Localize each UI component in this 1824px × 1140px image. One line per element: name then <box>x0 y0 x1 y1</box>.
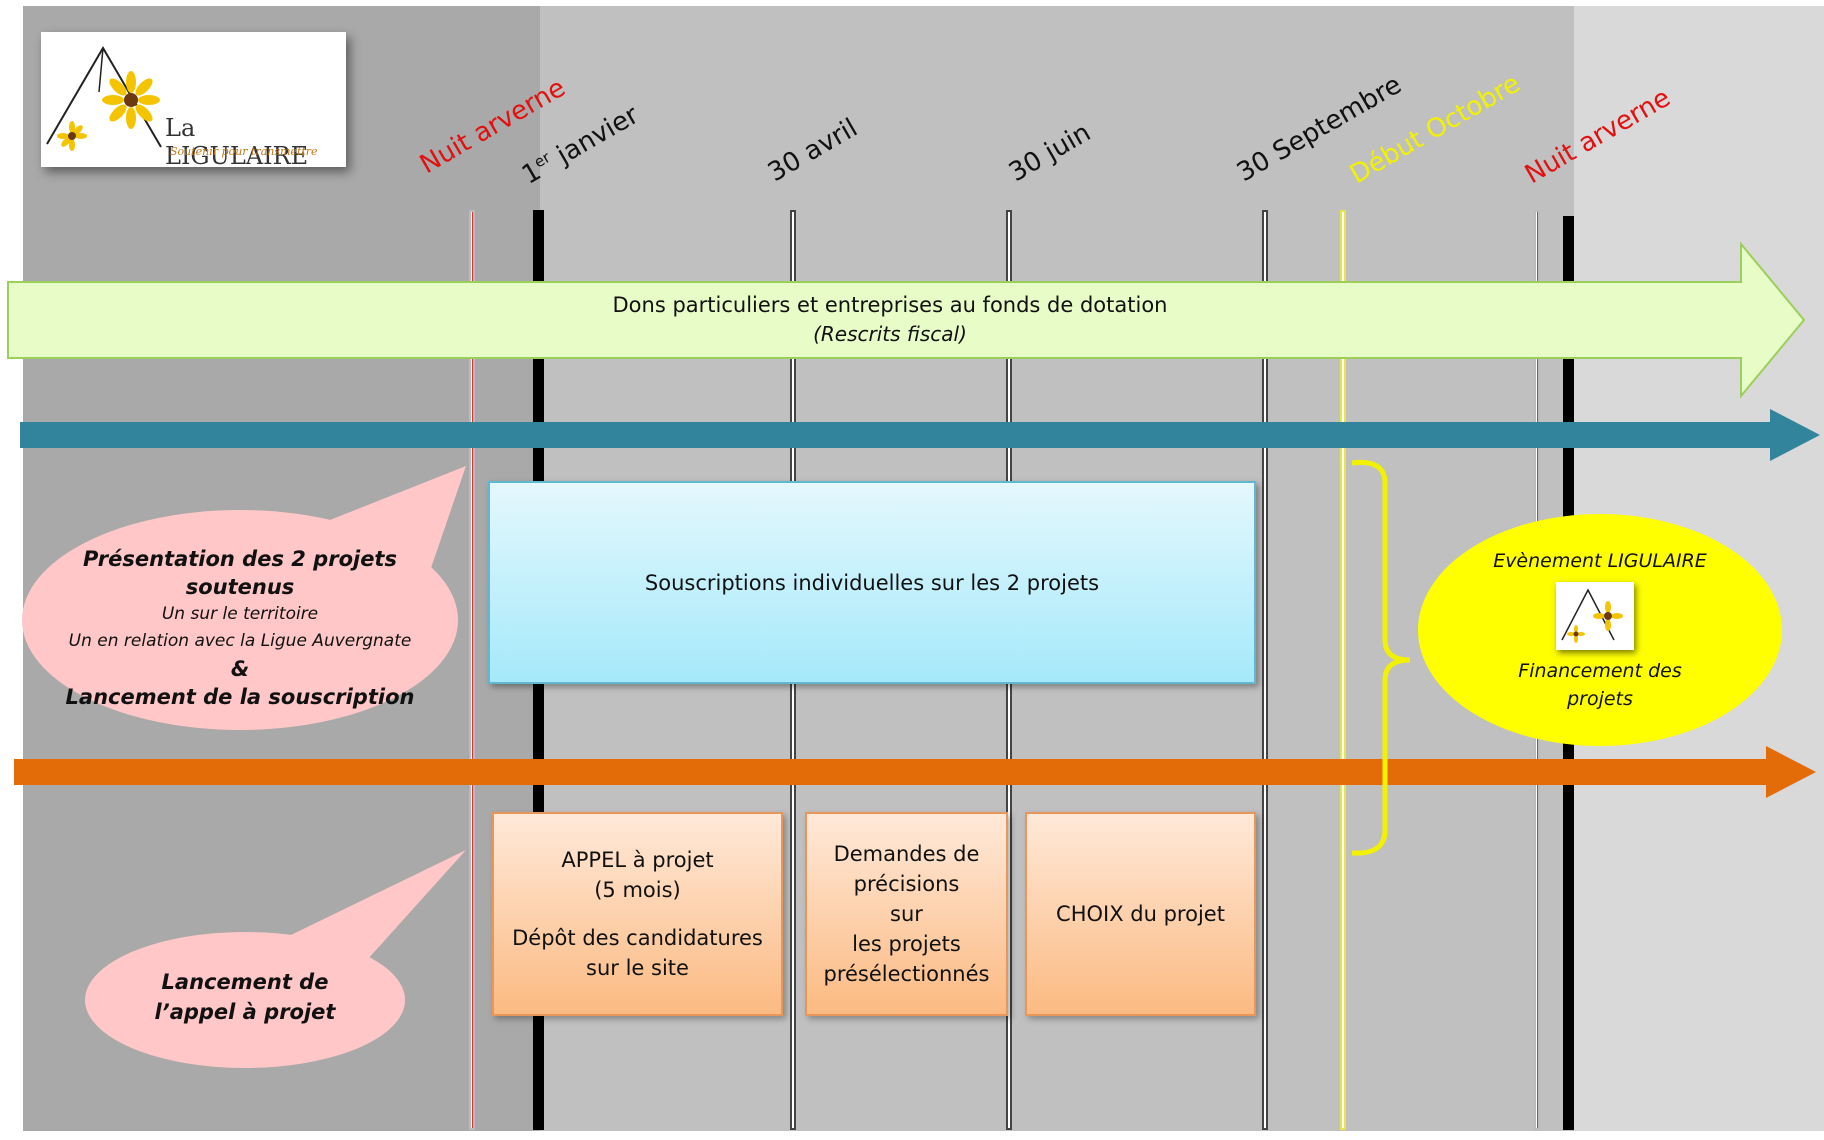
sunflower-logo-icon <box>1561 588 1623 643</box>
presentation-title: Présentation des 2 projets soutenus <box>83 547 397 599</box>
presentation-line-ligue: Un en relation avec la Ligue Auvergnate <box>68 631 412 651</box>
souscription-timeline-arrow <box>20 409 1820 461</box>
appel-projet-box: APPEL à projet (5 mois) Dépôt des candid… <box>492 812 783 1016</box>
evenement-logo <box>1556 582 1634 650</box>
presentation-bubble: Présentation des 2 projets soutenus Un s… <box>30 545 450 711</box>
milestone-line-debut-octobre <box>1340 210 1346 1130</box>
donations-subtitle: (Rescrits fiscal) <box>813 322 967 346</box>
milestone-line-nuit-arverne-1 <box>469 210 475 1130</box>
evenement-title: Evènement LIGULAIRE <box>1493 550 1707 572</box>
appel-line1: APPEL à projet <box>561 848 714 872</box>
logo-card: La LIGULAIRE Soutenir pour transmettre <box>41 32 346 170</box>
evenement-line2: projets <box>1567 688 1633 710</box>
souscriptions-box: Souscriptions individuelles sur les 2 pr… <box>488 481 1256 684</box>
appel-bubble-line2: l’appel à projet <box>154 1000 336 1024</box>
logo-tagline: Soutenir pour transmettre <box>170 145 318 158</box>
choix-label: CHOIX du projet <box>1056 902 1225 926</box>
presentation-bubble-shape <box>22 466 466 730</box>
donations-title: Dons particuliers et entreprises au fond… <box>612 293 1168 317</box>
appel-line4: sur le site <box>586 956 689 980</box>
logo-name: La LIGULAIRE <box>165 114 309 170</box>
presentation-ampersand: & <box>230 657 250 681</box>
demandes-line1: Demandes de <box>833 842 980 866</box>
choix-box: CHOIX du projet <box>1025 812 1256 1016</box>
sunflower-logo-icon <box>46 46 162 151</box>
appel-timeline-arrow <box>14 746 1816 798</box>
appel-bubble-line1: Lancement de <box>161 970 329 994</box>
demandes-line4: les projets <box>852 932 961 956</box>
presentation-line-territoire: Un sur le territoire <box>161 604 319 624</box>
appel-bubble: Lancement de l’appel à projet <box>95 967 395 1027</box>
demandes-line2: précisions <box>853 872 960 896</box>
appel-line3: Dépôt des candidatures <box>512 926 763 950</box>
presentation-souscription: Lancement de la souscription <box>65 685 415 709</box>
demandes-line5: présélectionnés <box>823 962 990 986</box>
demandes-line3: sur <box>890 902 923 926</box>
evenement-line1: Financement des <box>1518 660 1682 682</box>
appel-line2: (5 mois) <box>594 878 681 902</box>
souscriptions-label: Souscriptions individuelles sur les 2 pr… <box>644 570 1100 595</box>
donations-arrow <box>7 241 1806 399</box>
milestone-line-30-septembre <box>1262 210 1268 1130</box>
appel-bubble-shape <box>85 850 466 1068</box>
demandes-box: Demandes de précisions sur les projets p… <box>805 812 1008 1016</box>
evenement-financement: Financement des projets <box>1425 657 1775 713</box>
evenement-bubble: Evènement LIGULAIRE <box>1425 548 1775 574</box>
brace-shape <box>1351 459 1411 856</box>
